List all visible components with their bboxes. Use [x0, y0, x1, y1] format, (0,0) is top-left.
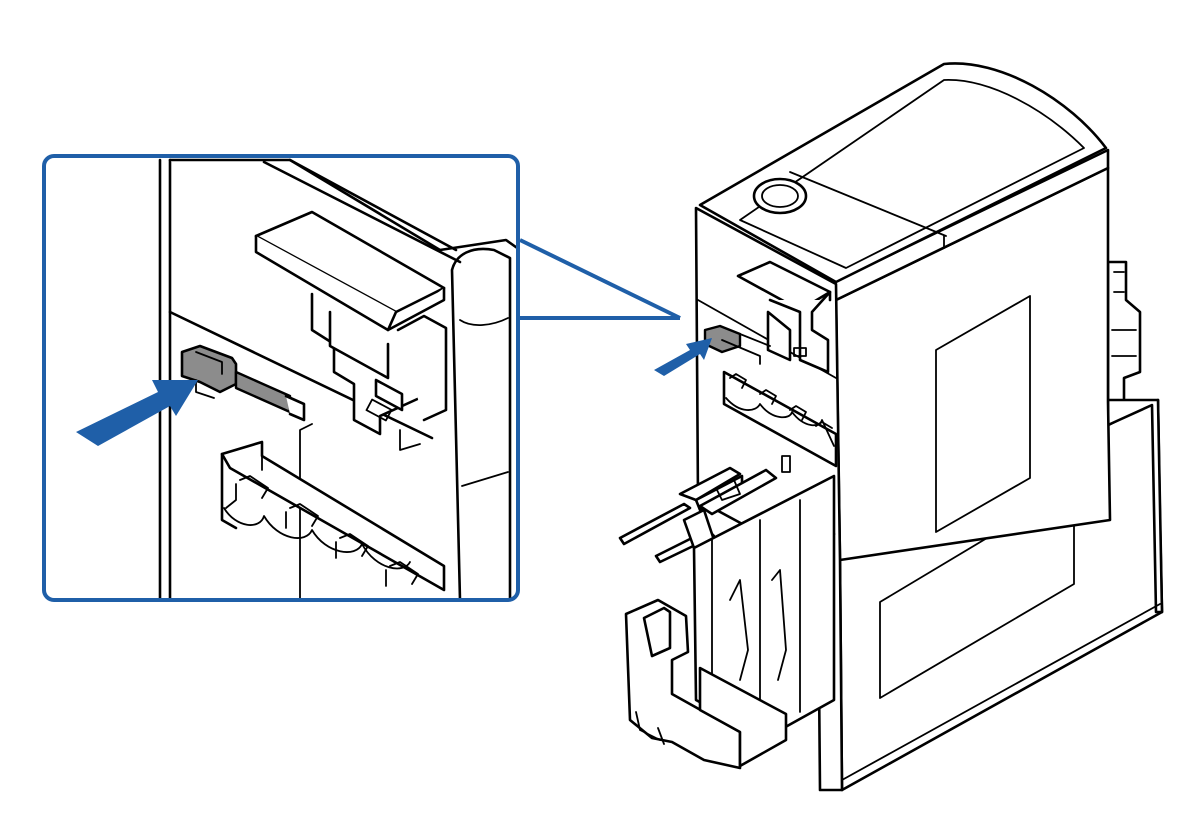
zoom-callout	[42, 154, 520, 602]
callout-connector	[519, 238, 681, 320]
card-feeder	[618, 466, 836, 737]
lid-latch	[736, 260, 832, 374]
insert-arrow-small-icon	[654, 338, 712, 376]
zoom-detail	[158, 158, 518, 600]
roller-holder-zoom	[220, 440, 446, 592]
top-lid	[698, 62, 1108, 284]
machine-illustration	[618, 62, 1164, 792]
insert-arrow-large-icon	[76, 380, 198, 446]
lid-latch-zoom	[254, 210, 448, 451]
roller-holder	[722, 370, 838, 473]
front-stand	[624, 598, 788, 770]
